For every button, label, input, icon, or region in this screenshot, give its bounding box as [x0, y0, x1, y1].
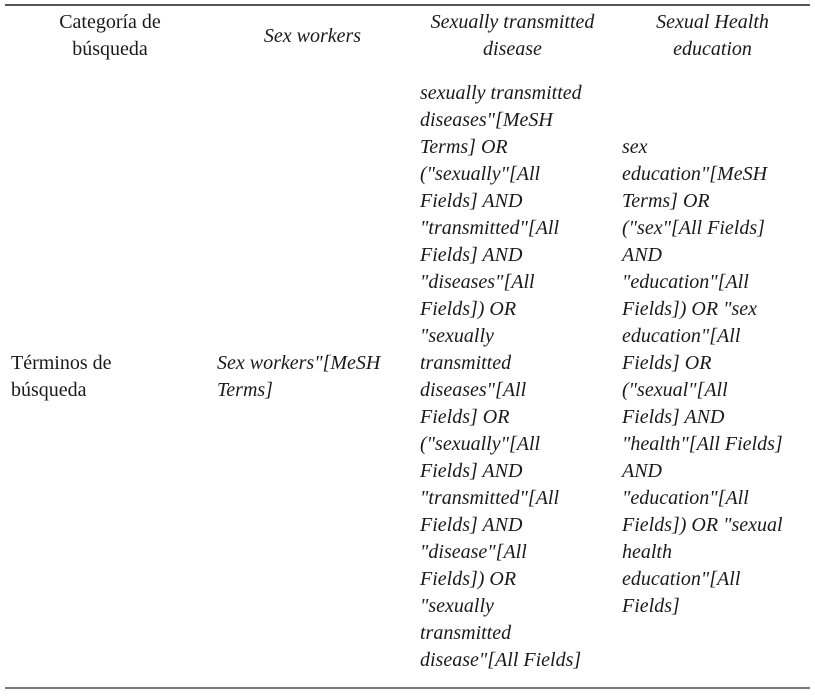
header-search-category: Categoría de búsqueda [59, 11, 161, 60]
search-strategy-table: Categoría de búsqueda Sex workers Sexual… [5, 4, 810, 689]
cell-sexually-transmitted-disease-query: sexually transmitted diseases"[MeSH Term… [420, 81, 582, 671]
header-sexual-health-education: Sexual Health education [656, 11, 769, 60]
cell-sex-workers-query: Sex workers"[MeSH Terms] [217, 351, 381, 401]
header-sex-workers: Sex workers [263, 24, 362, 47]
table-header-row: Categoría de búsqueda Sex workers Sexual… [5, 5, 810, 66]
table-body-row: Términos de búsqueda Sex workers"[MeSH T… [5, 66, 810, 688]
cell-sexual-health-education-query: sex education"[MeSH Terms] OR ("sex"[All… [622, 135, 783, 617]
cell-search-terms-label: Términos de búsqueda [11, 351, 112, 401]
header-sexually-transmitted-disease: Sexually transmitted disease [430, 11, 595, 60]
